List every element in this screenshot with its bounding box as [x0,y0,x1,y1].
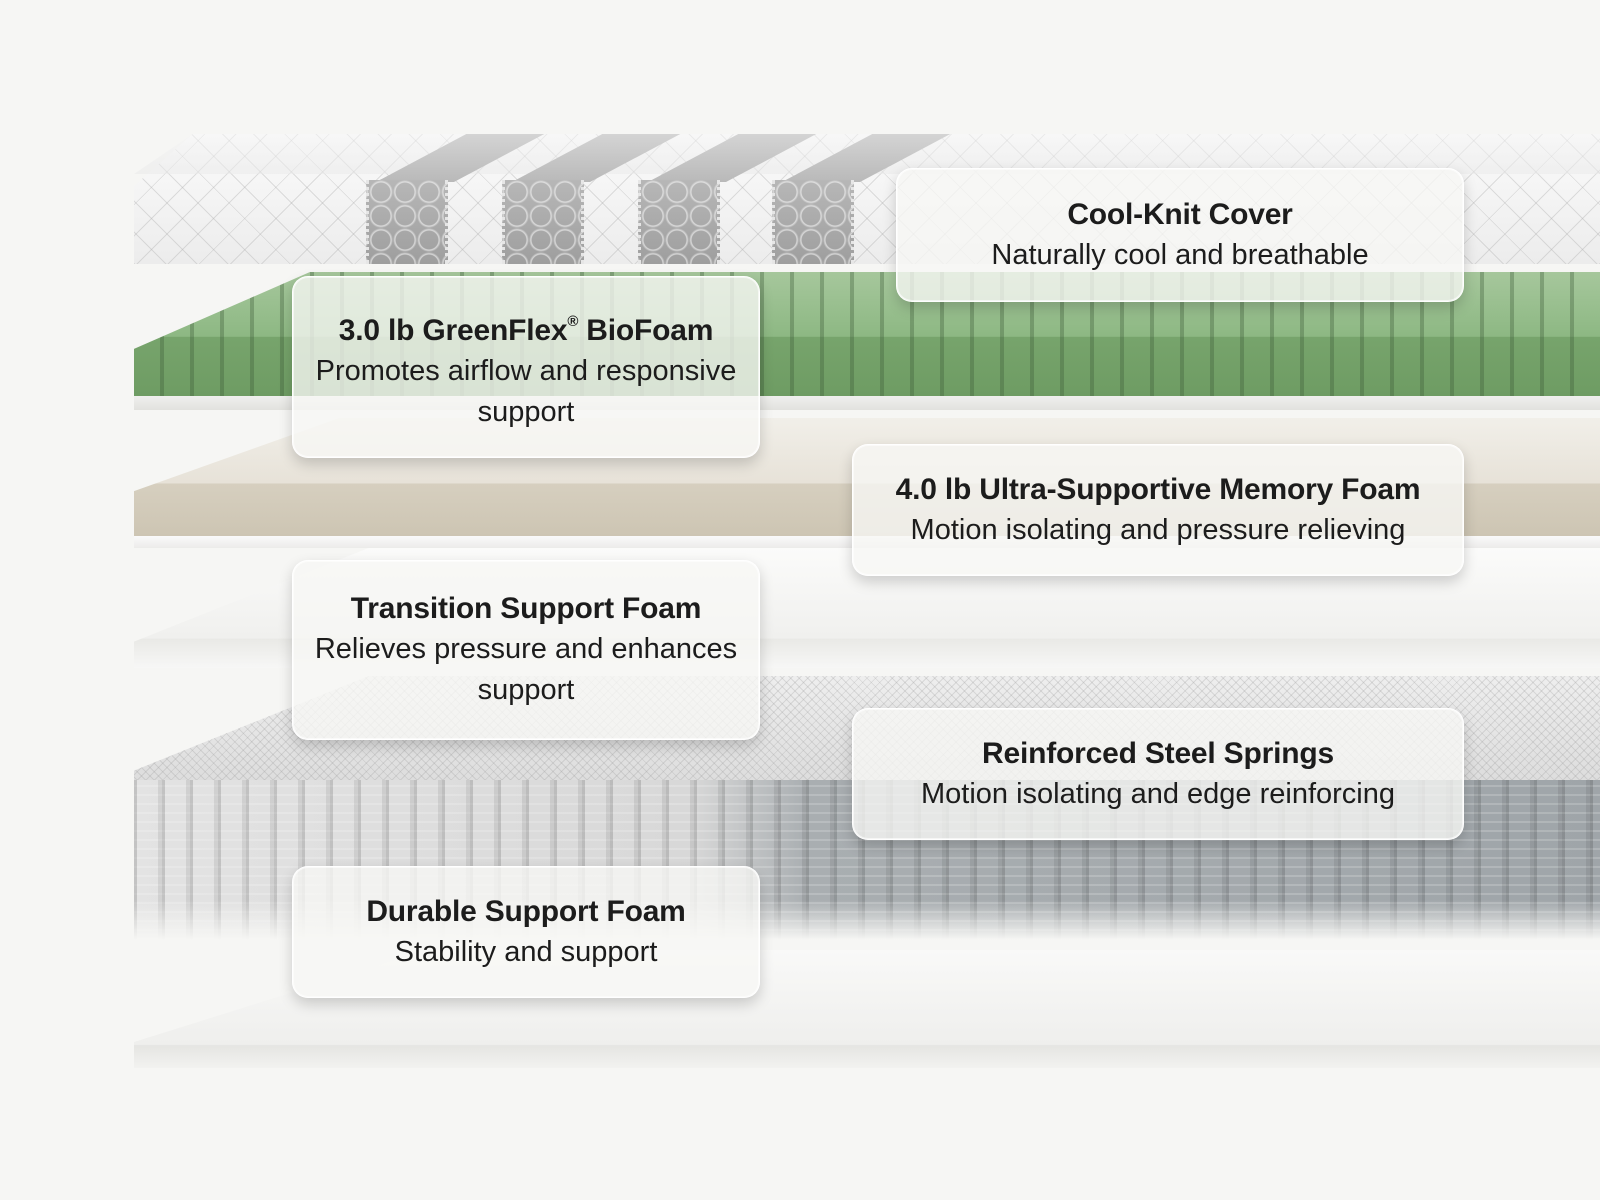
cover-strip [366,180,448,264]
durable-support-foam-label: Durable Support Foam Stability and suppo… [292,866,760,998]
transition-foam-label: Transition Support Foam Relieves pressur… [292,560,760,740]
layer-description: Motion isolating and edge reinforcing [921,777,1395,810]
memory-foam-label: 4.0 lb Ultra-Supportive Memory Foam Moti… [852,444,1464,576]
layer-title: Cool-Knit Cover [1067,197,1293,231]
biofoam-title-main: 3.0 lb GreenFlex [338,313,568,347]
cool-knit-cover-label: Cool-Knit Cover Naturally cool and breat… [896,168,1464,302]
layer-description: Naturally cool and breathable [991,238,1369,271]
layer-title: 4.0 lb Ultra-Supportive Memory Foam [895,472,1421,506]
layer-description: Relieves pressure and enhances support [314,633,738,706]
layer-description: Promotes airflow and responsive support [315,354,737,428]
steel-springs-label: Reinforced Steel Springs Motion isolatin… [852,708,1464,840]
registered-mark: ® [567,312,579,330]
layer-title: Transition Support Foam [350,592,702,625]
biofoam-title-rest: BioFoam [578,313,714,347]
cover-strip [772,180,854,264]
layer-description: Stability and support [394,935,658,968]
biofoam-label: 3.0 lb GreenFlex® BioFoam Promotes airfl… [292,276,760,458]
layer-title: Reinforced Steel Springs [982,736,1334,770]
cover-strip [638,180,720,264]
cover-strip [502,180,584,264]
layer-title: Durable Support Foam [366,894,686,928]
layer-title: 3.0 lb GreenFlex® BioFoam [309,302,743,351]
layer-description: Motion isolating and pressure relieving [910,513,1406,546]
